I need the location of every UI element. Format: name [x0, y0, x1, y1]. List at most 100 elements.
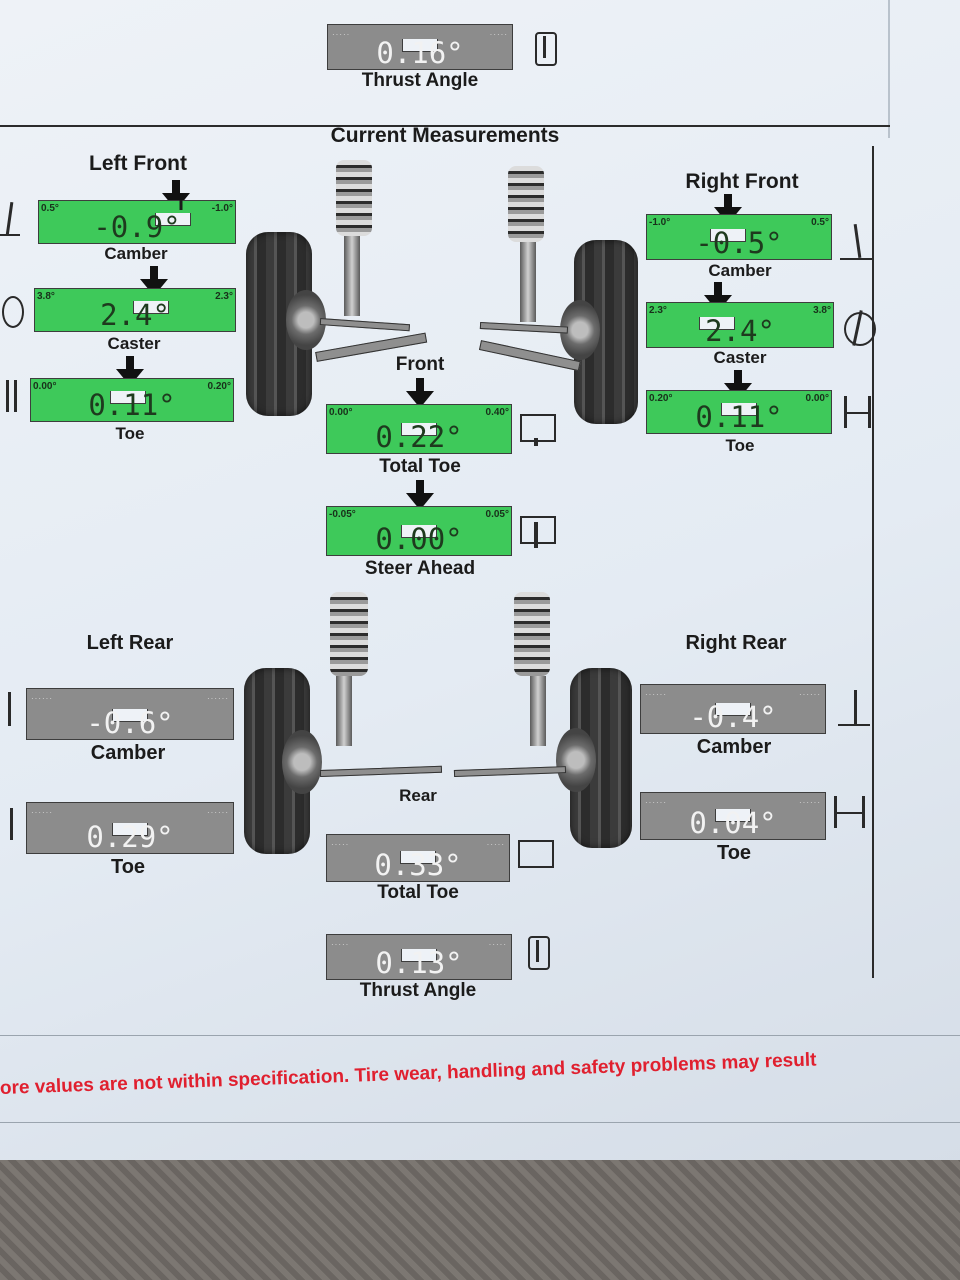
rear-thrust-car-icon — [520, 934, 554, 970]
front-total-toe-gauge: 0.00° 0.40° 0.22° — [326, 404, 512, 454]
rear-right-spring — [514, 592, 550, 676]
right-rear-header: Right Rear — [685, 632, 787, 654]
frame-right — [872, 146, 874, 978]
left-front-camber-min: 0.5° — [41, 203, 59, 214]
front-right-strut — [520, 242, 536, 322]
left-front-caster-label: Caster — [107, 334, 161, 353]
front-total-toe-min: 0.00° — [329, 407, 353, 418]
left-rear-toe-icon — [0, 806, 22, 842]
steer-ahead-label: Steer Ahead — [364, 558, 476, 579]
right-front-caster-gauge: 2.3° 3.8° 2.4° — [646, 302, 834, 348]
rear-thrust-angle-gauge: ·········· 0.13° — [326, 934, 512, 980]
left-rear-toe-gauge: ············ 0.29° — [26, 802, 234, 854]
top-thrust-angle-label: Thrust Angle — [361, 70, 479, 91]
right-front-toe-max: 0.00° — [805, 393, 829, 404]
front-total-toe-label: Total Toe — [379, 456, 461, 477]
left-rear-camber-gauge: ············ -0.6° — [26, 688, 234, 740]
rear-right-hub — [556, 728, 596, 792]
front-toe-icon — [516, 410, 556, 446]
right-front-camber-max: 0.5° — [811, 217, 829, 228]
right-front-camber-value: -0.5° — [695, 226, 783, 260]
front-left-hub — [286, 290, 326, 350]
rear-left-link — [319, 765, 443, 777]
right-rear-toe-value: 0.04° — [689, 806, 777, 840]
right-front-camber-label: Camber — [708, 261, 772, 280]
top-thrust-angle-gauge: ·········· 0.16° — [327, 24, 513, 70]
right-rear-camber-label: Camber — [696, 736, 772, 758]
left-front-toe-value: 0.11° — [88, 388, 176, 422]
left-rear-camber-value: -0.6° — [86, 706, 174, 740]
right-front-toe-gauge: 0.20° 0.00° 0.11° — [646, 390, 832, 434]
rear-left-strut — [336, 676, 352, 746]
left-front-caster-min: 3.8° — [37, 291, 55, 302]
front-right-tie-rod — [479, 322, 569, 334]
front-left-strut — [344, 236, 360, 316]
right-front-caster-min: 2.3° — [649, 305, 667, 316]
rear-right-link — [453, 766, 567, 777]
top-thrust-angle-value: 0.16° — [376, 36, 464, 70]
right-rear-camber-value: -0.4° — [689, 700, 777, 734]
right-rear-camber-gauge: ············ -0.4° — [640, 684, 826, 734]
rear-total-toe-value: 0.33° — [374, 848, 462, 882]
rear-right-strut — [530, 676, 546, 746]
left-front-camber-label: Camber — [104, 244, 168, 263]
rear-label: Rear — [399, 786, 437, 805]
right-front-caster-label: Caster — [713, 348, 767, 367]
left-front-camber-value: -0.9° — [93, 210, 181, 244]
steer-ahead-gauge: -0.05° 0.05° 0.00° — [326, 506, 512, 556]
left-front-toe-max: 0.20° — [207, 381, 231, 392]
rear-total-toe-gauge: ·········· 0.33° — [326, 834, 510, 882]
left-rear-header: Left Rear — [86, 632, 174, 654]
steer-ahead-max: 0.05° — [485, 509, 509, 520]
left-front-toe-min: 0.00° — [33, 381, 57, 392]
paper-edge — [888, 0, 890, 138]
left-caster-icon — [0, 292, 24, 328]
left-front-camber-max: -1.0° — [211, 203, 233, 214]
right-rear-toe-label: Toe — [716, 842, 752, 864]
rear-thrust-angle-value: 0.13° — [375, 946, 463, 980]
right-rear-toe-gauge: ············ 0.04° — [640, 792, 826, 840]
right-front-camber-min: -1.0° — [649, 217, 671, 228]
left-front-header: Left Front — [89, 152, 187, 175]
left-camber-icon — [0, 200, 20, 237]
right-rear-toe-icon — [830, 794, 870, 830]
steer-ahead-icon — [516, 512, 556, 548]
left-front-caster-max: 2.3° — [215, 291, 233, 302]
spec-warning: ore values are not within specification.… — [0, 1049, 817, 1099]
front-label: Front — [395, 354, 445, 375]
rear-left-hub — [282, 730, 322, 794]
frame-bottom — [0, 1035, 960, 1036]
right-front-caster-value: 2.4° — [705, 314, 775, 348]
right-front-header: Right Front — [685, 170, 799, 193]
left-front-caster-gauge: 3.8° 2.3° 2.4° — [34, 288, 236, 332]
left-rear-toe-label: Toe — [110, 856, 146, 878]
right-front-caster-max: 3.8° — [813, 305, 831, 316]
right-caster-icon — [840, 310, 876, 346]
right-front-toe-min: 0.20° — [649, 393, 673, 404]
front-total-toe-value: 0.22° — [375, 420, 463, 454]
front-left-tie-rod — [319, 318, 411, 332]
alignment-report-page: ·········· 0.16° Thrust Angle Current Me… — [0, 0, 960, 1170]
frame-top — [0, 125, 890, 127]
right-camber-icon — [838, 222, 874, 260]
rear-thrust-angle-label: Thrust Angle — [359, 980, 477, 1001]
thrust-car-icon — [527, 30, 561, 66]
section-title: Current Measurements — [330, 124, 560, 147]
right-front-toe-value: 0.11° — [695, 400, 783, 434]
rear-toe-icon — [514, 836, 554, 872]
left-front-toe-gauge: 0.00° 0.20° 0.11° — [30, 378, 234, 422]
front-total-toe-arrow — [406, 378, 434, 408]
steer-ahead-min: -0.05° — [329, 509, 356, 520]
left-rear-toe-value: 0.29° — [86, 820, 174, 854]
left-rear-camber-icon — [0, 690, 20, 726]
rear-total-toe-label: Total Toe — [377, 882, 459, 903]
left-front-camber-gauge: 0.5° -1.0° -0.9° — [38, 200, 236, 244]
rear-left-spring — [330, 592, 368, 676]
right-front-toe-label: Toe — [725, 436, 755, 455]
front-total-toe-max: 0.40° — [485, 407, 509, 418]
front-right-spring — [508, 166, 544, 242]
steer-ahead-arrow — [406, 480, 434, 510]
left-rear-camber-label: Camber — [90, 742, 166, 764]
left-front-toe-label: Toe — [115, 424, 145, 443]
carpet-background — [0, 1160, 960, 1280]
